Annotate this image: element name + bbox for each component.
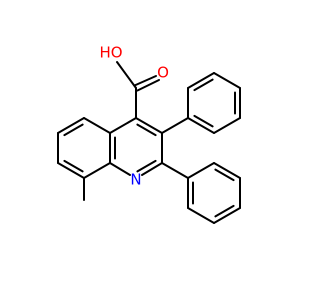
structure-canvas: HO O N	[57, 44, 241, 224]
bond-c4-c3-double	[136, 123, 157, 137]
bond-c4a-c5	[83, 117, 111, 134]
bond-phenyl-b-5	[187, 162, 215, 179]
bond-phenyl-a-4	[187, 72, 215, 89]
bond-c4a-c4	[109, 117, 137, 134]
bond-c3-phenyl	[161, 117, 189, 134]
bond-phenyl-b-1	[187, 207, 215, 224]
bond-layer	[57, 61, 241, 224]
bond-phenyl-a-double-0	[193, 114, 214, 128]
bond-c8-c8a	[83, 162, 111, 179]
bond-c2-n1-double	[136, 159, 157, 173]
bond-phenyl-b-double-2	[214, 204, 235, 218]
bond-carboxyl-hydroxyl	[116, 61, 137, 89]
bond-n1-c8a	[109, 162, 131, 176]
bond-c5-c6-double	[63, 123, 84, 137]
bond-carbonyl-1	[133, 75, 157, 87]
bond-phenyl-a-double-4	[193, 78, 214, 92]
bond-c7-c8-double	[63, 159, 84, 173]
hydroxyl-label: HO	[99, 44, 122, 62]
bond-c2-phenyl	[161, 162, 189, 179]
bond-phenyl-b-4	[213, 162, 241, 179]
bond-c2-n1	[141, 162, 163, 176]
bond-phenyl-a-3	[213, 72, 241, 89]
bond-phenyl-b-double-4	[214, 168, 235, 182]
chemical-structure: HO O N	[57, 44, 241, 224]
ring-nitrogen-label: N	[130, 171, 141, 189]
bond-phenyl-a-1	[213, 117, 241, 134]
bond-c7-c8	[57, 162, 85, 179]
bond-carbonyl-2	[136, 79, 160, 92]
bond-phenyl-a-0	[187, 117, 215, 134]
bond-c4-c3	[135, 117, 163, 134]
carbonyl-oxygen-label: O	[157, 64, 169, 82]
bond-phenyl-b-2	[213, 207, 241, 224]
bond-c5-c6	[57, 117, 85, 134]
